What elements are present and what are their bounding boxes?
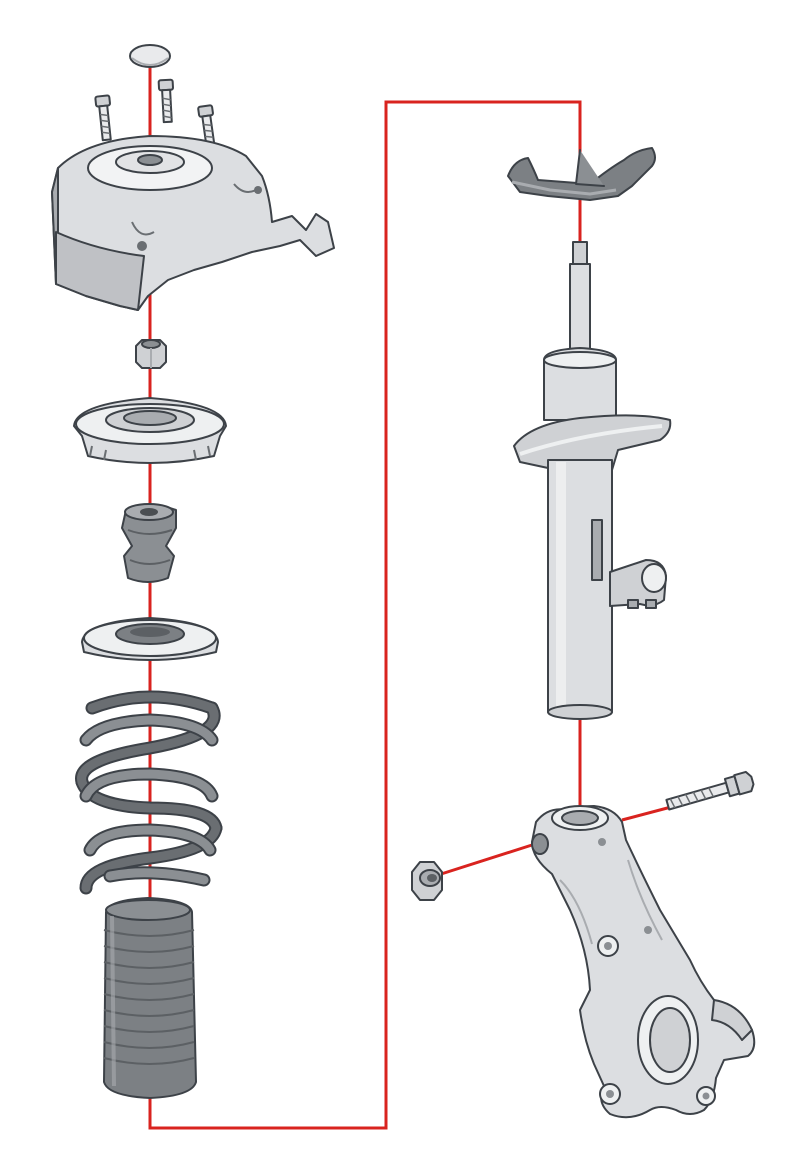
bracket-icon xyxy=(507,147,656,201)
nut-icon xyxy=(135,339,167,369)
pinch-nut-line xyxy=(437,843,533,877)
dust-cap-icon xyxy=(129,44,171,68)
knuckle-icon xyxy=(531,805,756,1119)
boot-icon xyxy=(103,897,197,1099)
bolt-icon xyxy=(197,104,216,150)
mount-icon xyxy=(73,397,227,464)
bump-stop-icon xyxy=(121,503,177,583)
bolt-icon xyxy=(157,78,174,124)
spring-icon xyxy=(75,690,223,895)
nut-icon xyxy=(411,861,443,901)
bolt-icon xyxy=(665,770,755,811)
connector-line xyxy=(148,100,582,1130)
spring-seat-icon xyxy=(81,617,219,661)
strut-icon xyxy=(513,241,672,720)
bolt-icon xyxy=(94,94,112,142)
cover-icon xyxy=(51,135,335,311)
